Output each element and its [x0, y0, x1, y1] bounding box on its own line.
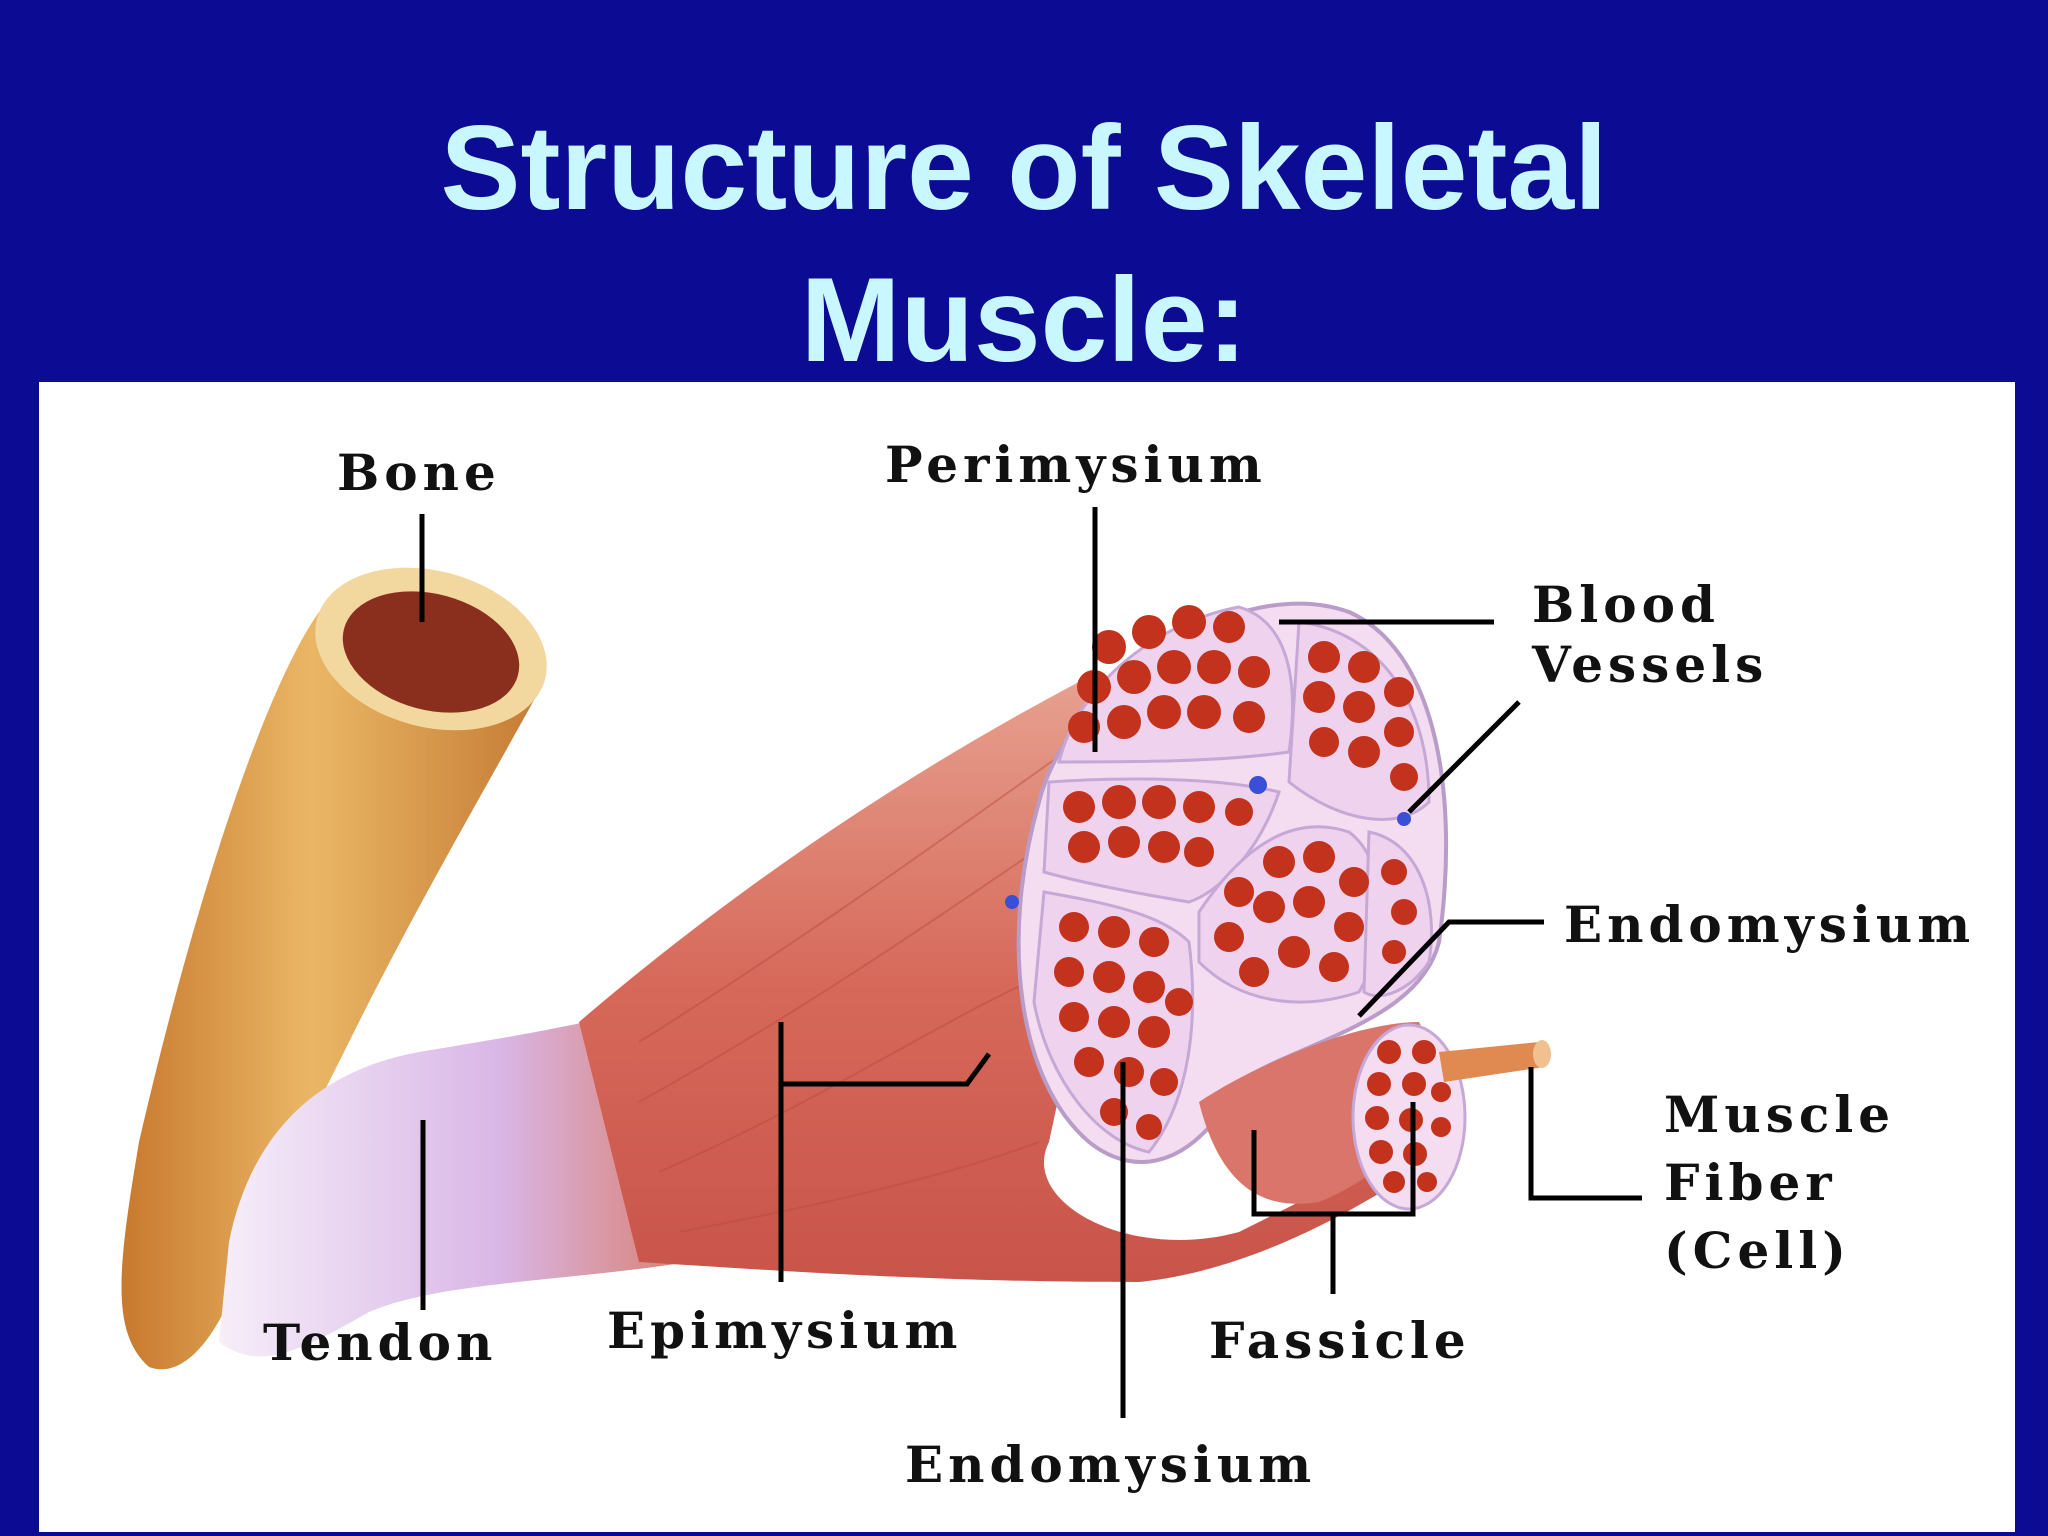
muscle-fibers-cross-section — [1054, 605, 1418, 1140]
label-tendon: Tendon — [263, 1313, 497, 1372]
label-blood-vessels-line-1: Blood — [1532, 575, 1720, 634]
label-muscle-fiber-line-3: (Cell) — [1664, 1221, 1851, 1280]
muscle-fiber-illustration — [1439, 1040, 1551, 1082]
blood-vessels-leader-line-2 — [1407, 700, 1521, 814]
label-endomysium-bottom: Endomysium — [905, 1435, 1316, 1494]
label-muscle-fiber-line-2: Fiber — [1664, 1153, 1837, 1212]
label-bone: Bone — [337, 443, 501, 502]
fascicle-illustration — [1199, 1022, 1467, 1211]
label-perimysium: Perimysium — [885, 435, 1267, 494]
leader-lines — [419, 507, 1642, 1418]
skeletal-muscle-diagram: Bone Perimysium Blood Vessels Endomysium… — [121, 435, 1975, 1494]
bone-illustration — [121, 567, 547, 1370]
label-endomysium-right: Endomysium — [1564, 895, 1975, 954]
slide-title-line-2: Muscle: — [800, 253, 1248, 387]
slide-title: Structure of Skeletal Muscle: — [0, 92, 2048, 396]
label-muscle-fiber-line-1: Muscle — [1664, 1085, 1895, 1144]
slide-title-line-1: Structure of Skeletal — [440, 101, 1608, 235]
epimysium-leader-branch — [781, 1052, 992, 1087]
muscle-fiber-leader-line — [1528, 1067, 1642, 1201]
endomysium-right-leader-line — [1357, 919, 1544, 1018]
diagram-panel: Bone Perimysium Blood Vessels Endomysium… — [39, 382, 2015, 1532]
tendon-illustration — [219, 1002, 689, 1357]
muscle-belly — [579, 682, 1429, 1282]
label-epimysium: Epimysium — [607, 1301, 962, 1360]
label-blood-vessels-line-2: Vessels — [1531, 635, 1768, 694]
label-fassicle: Fassicle — [1209, 1311, 1471, 1370]
